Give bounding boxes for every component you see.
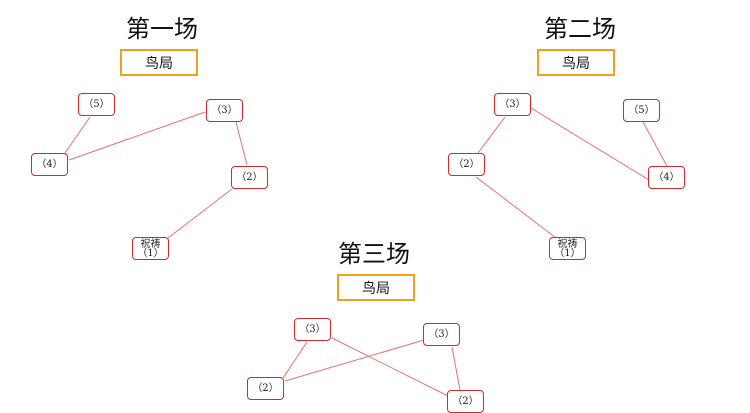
edge [477,116,506,154]
node: （2） [247,377,284,400]
edge [331,337,449,397]
node: （5） [623,99,660,122]
game-1-title: 第一场 [126,15,198,43]
game-3-title: 第三场 [338,240,410,268]
game-2-bird-box: 鸟局 [537,49,615,76]
node: （4） [31,153,68,176]
node: 祝祷（1） [132,237,169,260]
node: 祝祷（1） [549,237,586,260]
node: （2） [447,390,484,413]
node: （5） [78,93,115,116]
node: （2） [231,166,268,189]
edge [68,111,206,161]
game-3-bird-box: 鸟局 [337,274,415,301]
game-2-title: 第二场 [544,15,616,43]
edge [64,116,91,154]
edge [475,176,557,239]
node: （3） [294,318,331,341]
node: （4） [648,166,685,189]
edge [451,346,461,391]
node: （2） [448,153,485,176]
edges [64,107,668,397]
edge [530,107,650,181]
edge [167,188,233,239]
edge [642,121,668,167]
game-1-bird-box: 鸟局 [120,49,198,76]
node: （3） [494,93,531,116]
edge [284,339,425,382]
edge [282,341,308,379]
node: （3） [423,323,460,346]
node: （3） [206,99,243,122]
edge [235,121,248,166]
